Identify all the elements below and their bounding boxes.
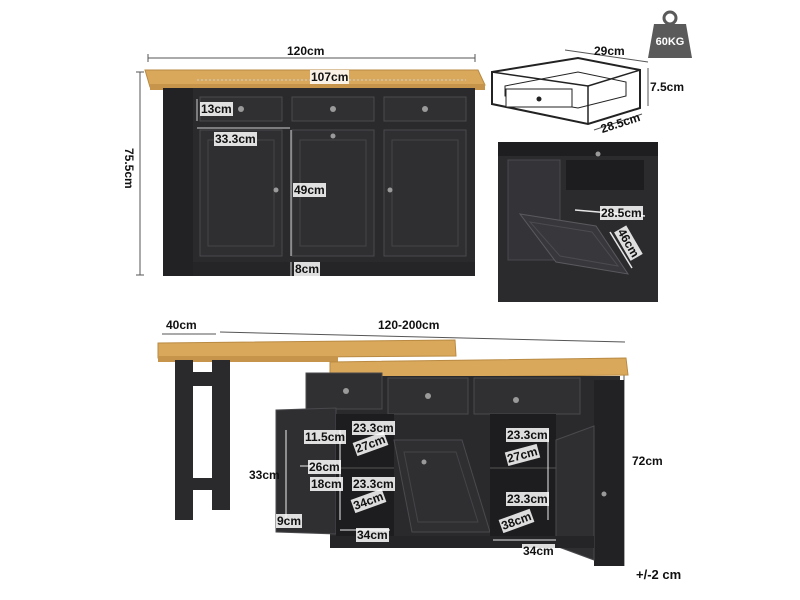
door-height-label: 49cm — [293, 183, 326, 197]
left-shelf-depth-label: 26cm — [308, 460, 341, 474]
front-view-cabinet — [136, 54, 486, 276]
left-shelf-top-label: 11.5cm — [304, 430, 347, 444]
left-lower-height-label: 23.3cm — [352, 477, 395, 491]
left-door-thickness-label: 9cm — [276, 514, 303, 528]
left-upper-height-label: 23.3cm — [352, 421, 395, 435]
inner-width-label: 107cm — [310, 70, 350, 84]
right-upper-height-label: 23.3cm — [506, 428, 549, 442]
extended-view-cabinet — [157, 331, 629, 566]
drawer-detail — [491, 49, 649, 131]
base-height-label: 8cm — [294, 262, 321, 276]
extended-height-label: 72cm — [632, 454, 663, 468]
drawer-width-detail-label: 29cm — [594, 44, 625, 58]
right-width-label: 34cm — [522, 544, 555, 558]
tolerance-label: +/-2 cm — [636, 567, 682, 582]
bin-width-label: 28.5cm — [600, 206, 643, 220]
left-width-label: 34cm — [356, 528, 389, 542]
weight-label: 60KG — [655, 36, 685, 48]
length-range-label: 120-200cm — [378, 318, 440, 332]
drawer-height-label: 13cm — [200, 102, 233, 116]
weight-icon — [648, 10, 692, 58]
right-lower-height-label: 23.3cm — [506, 492, 549, 506]
tilt-bin-detail — [498, 142, 658, 302]
cabinet-height-label: 75.5cm — [122, 148, 136, 189]
drawer-width-label: 33.3cm — [214, 132, 257, 146]
leg-height-label: 33cm — [249, 468, 280, 482]
drawer-height-detail-label: 7.5cm — [650, 80, 685, 94]
extension-depth-label: 40cm — [166, 318, 197, 332]
total-width-label: 120cm — [287, 44, 325, 58]
left-shelf-bottom-label: 18cm — [310, 477, 343, 491]
